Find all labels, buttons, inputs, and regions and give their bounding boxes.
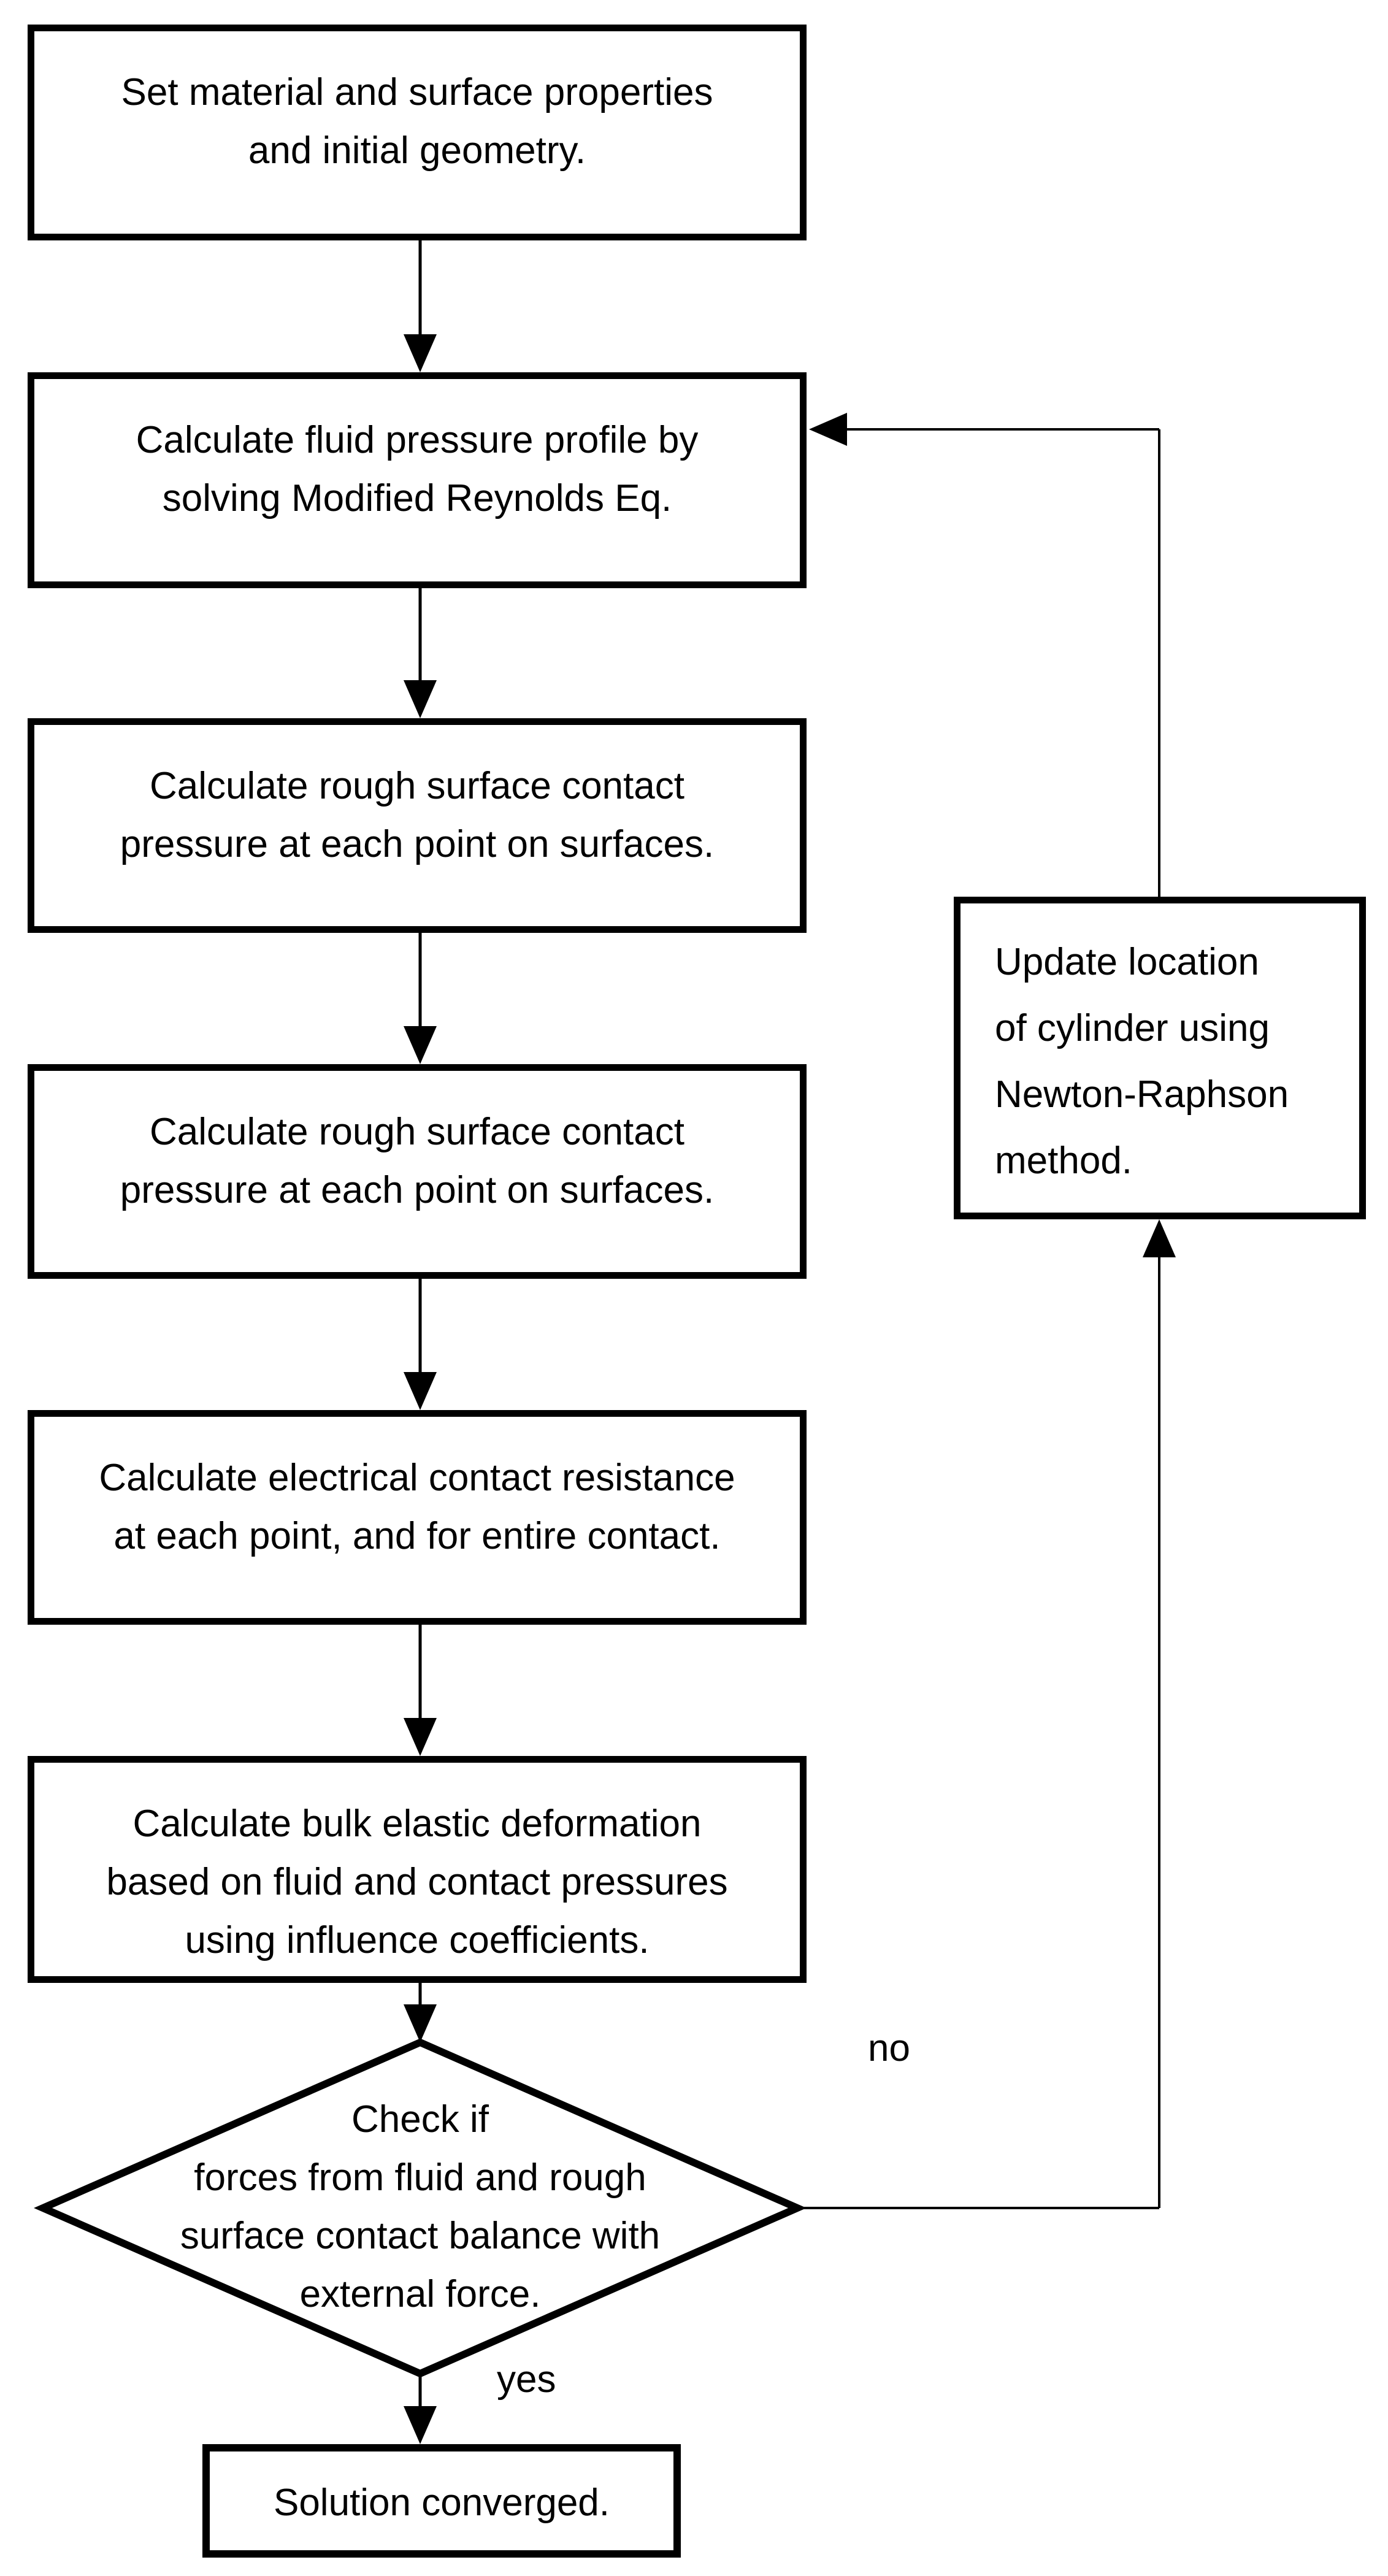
node-set-properties: Set material and surface properties and … (28, 25, 807, 240)
edge-label-no: no (868, 2027, 910, 2069)
arrow-down-4 (404, 1279, 437, 1410)
arrow-down-2 (404, 588, 437, 718)
node-text: Calculate bulk elastic deformation based… (106, 1803, 728, 1961)
node-text: Calculate fluid pressure profile by solv… (136, 419, 699, 519)
node-text: Update location of cylinder using Newton… (995, 941, 1289, 1182)
arrow-down-5 (404, 1625, 437, 1756)
edge-label-yes: yes (497, 2358, 556, 2401)
arrow-yes (404, 2374, 437, 2444)
node-bulk-deformation: Calculate bulk elastic deformation based… (28, 1756, 807, 1983)
node-text: Set material and surface properties and … (121, 71, 713, 172)
node-text: Calculate rough surface contact pressure… (120, 765, 715, 865)
arrow-down-6 (404, 1983, 437, 2042)
arrow-no-loop (797, 1219, 1176, 2209)
node-electrical-resistance: Calculate electrical contact resistance … (28, 1410, 807, 1625)
node-solution-converged: Solution converged. (202, 2444, 681, 2558)
node-rough-contact-2: Calculate rough surface contact pressure… (28, 1064, 807, 1279)
node-text: Solution converged. (273, 2482, 610, 2524)
node-text: Calculate electrical contact resistance … (99, 1457, 735, 1557)
arrow-feedback (809, 413, 1160, 897)
node-fluid-pressure: Calculate fluid pressure profile by solv… (28, 372, 807, 588)
node-text: Calculate rough surface contact pressure… (120, 1111, 715, 1211)
arrow-down-1 (404, 240, 437, 372)
node-update-location: Update location of cylinder using Newton… (954, 897, 1366, 1219)
node-rough-contact-1: Calculate rough surface contact pressure… (28, 718, 807, 933)
node-force-balance-check-text: Check if forces from fluid and rough sur… (180, 2098, 661, 2315)
arrow-down-3 (404, 933, 437, 1064)
